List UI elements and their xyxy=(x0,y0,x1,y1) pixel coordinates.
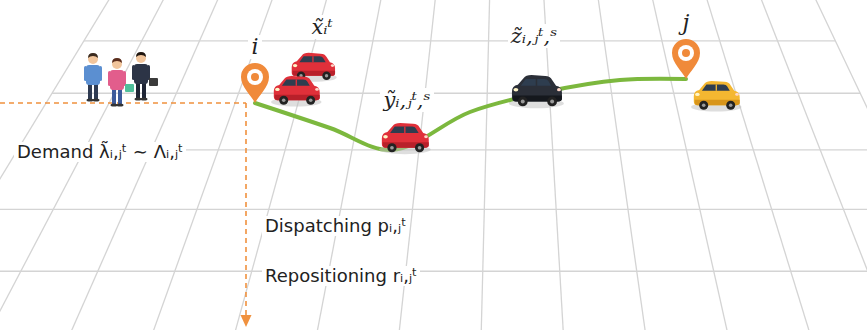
dashed-line xyxy=(0,102,246,104)
car-icon xyxy=(509,75,564,108)
grid-line xyxy=(598,0,646,330)
grid-line xyxy=(761,0,867,330)
vehicle-repositioning-symbol: z̃ᵢ,ⱼᵗ,ˢ xyxy=(508,24,560,48)
grid-line xyxy=(70,0,219,330)
demand-label: Demand λ̃ᵢ,ⱼᵗ ∼ Λᵢ,ⱼᵗ xyxy=(14,142,186,163)
passenger-figure xyxy=(108,58,134,107)
passenger-group xyxy=(84,52,158,107)
dashed-guide xyxy=(0,103,252,327)
grid-line xyxy=(52,93,860,94)
grid-line xyxy=(0,209,867,210)
route-curve xyxy=(255,79,686,150)
grid-line xyxy=(0,0,164,330)
dashed-line xyxy=(245,103,247,318)
arrow-head xyxy=(241,315,252,327)
grid-line xyxy=(481,0,489,330)
grid-line xyxy=(707,0,811,330)
location-pin: i xyxy=(239,35,271,104)
dispatching-label: Dispatching pᵢ,ⱼᵗ xyxy=(262,216,409,237)
car-icon xyxy=(379,123,431,154)
grid-line xyxy=(815,0,867,330)
pin-marker xyxy=(239,62,271,104)
location-letter: j xyxy=(680,11,693,35)
repositioning-label: Repositioning rᵢ,ⱼᵗ xyxy=(262,266,420,287)
passenger-figure xyxy=(132,52,158,101)
location-letter: i xyxy=(248,35,261,59)
pin-marker xyxy=(670,38,702,80)
car-group xyxy=(271,53,741,154)
vehicle-in-transit-symbol: ỹᵢ,ⱼᵗ,ˢ xyxy=(380,88,433,112)
grid-line xyxy=(152,0,273,330)
car-icon xyxy=(271,76,321,107)
grid-line xyxy=(84,40,835,41)
grid-line xyxy=(0,271,867,272)
car-icon xyxy=(691,81,741,112)
location-pin: j xyxy=(670,11,702,80)
passenger-figure xyxy=(84,53,102,102)
grid-line xyxy=(544,0,564,330)
grid-line xyxy=(652,0,728,330)
vehicle-count-symbol: x̃ᵢᵗ xyxy=(308,15,335,39)
